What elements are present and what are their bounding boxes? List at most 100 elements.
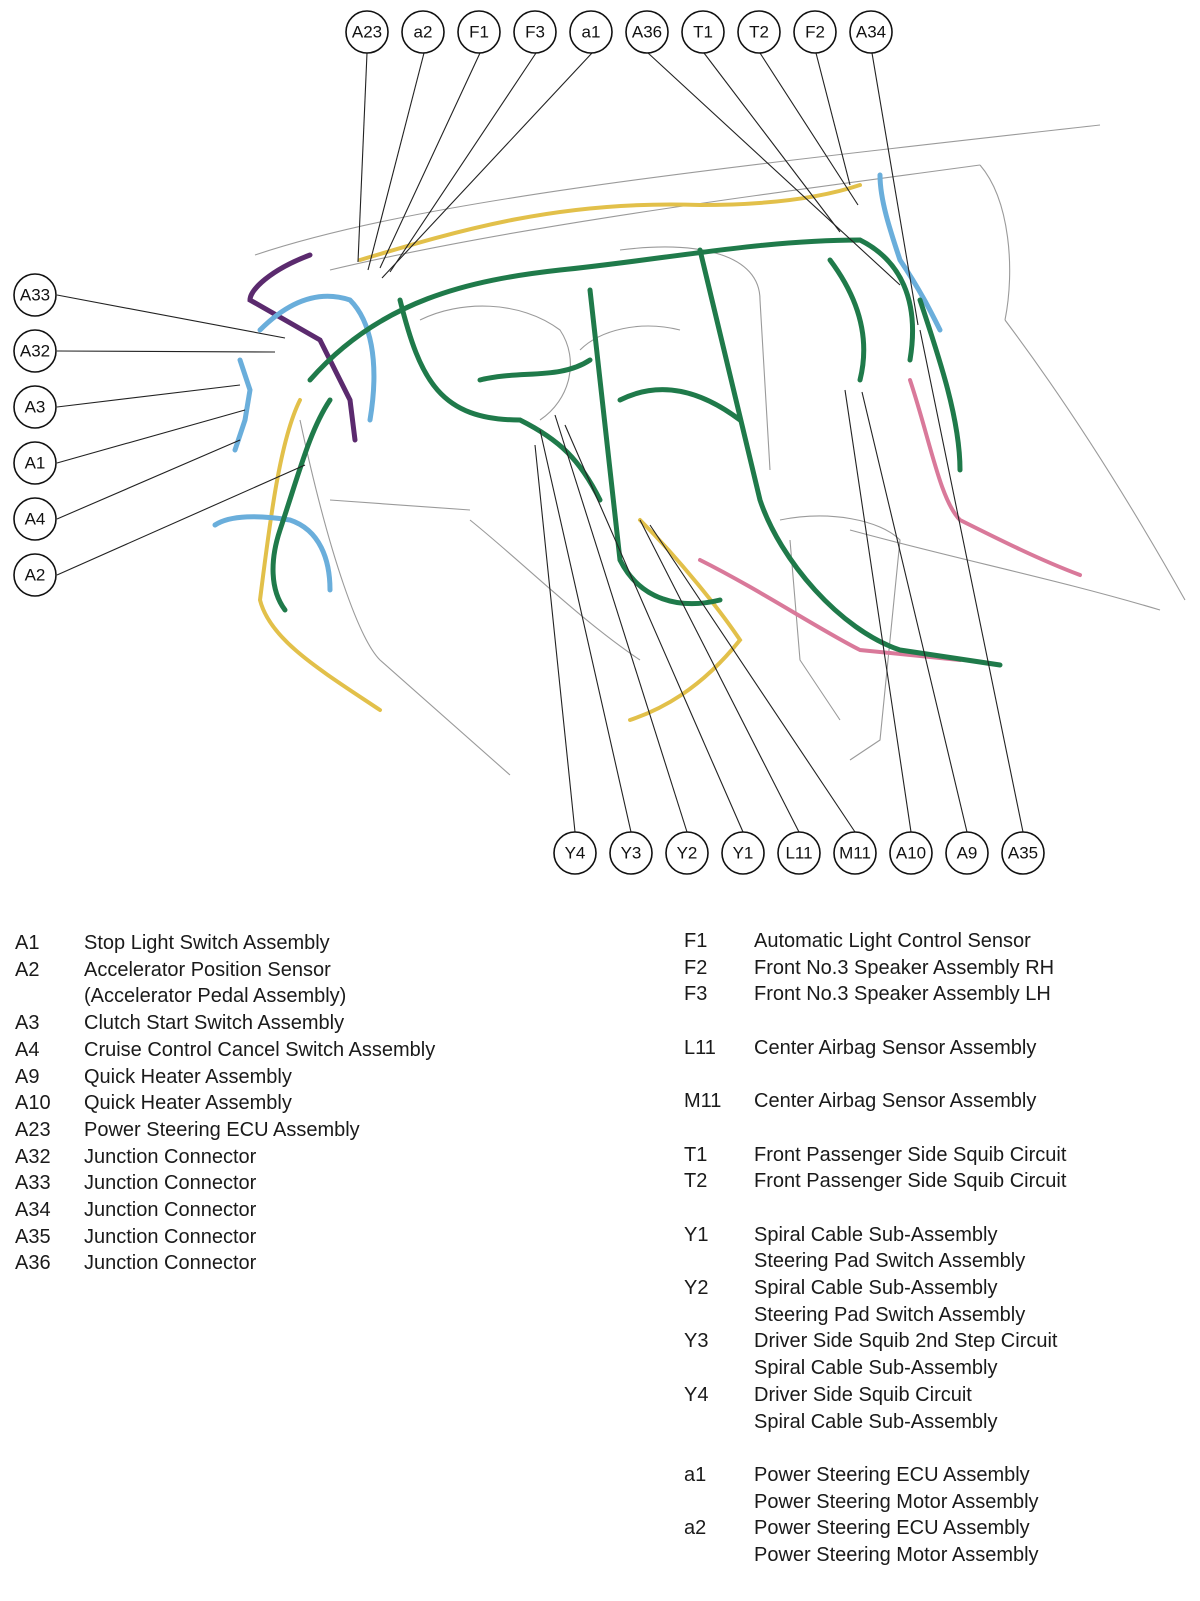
callout-label: A4	[25, 510, 46, 529]
legend-description: Spiral Cable Sub-Assembly	[754, 1223, 998, 1246]
callout-label: a1	[582, 23, 601, 42]
legend-entry: a1 Power Steering ECU Assembly	[684, 1462, 1066, 1489]
legend-description: Center Airbag Sensor Assembly	[754, 1036, 1037, 1059]
legend-description: Spiral Cable Sub-Assembly	[754, 1410, 998, 1433]
callout-f3: F3	[513, 10, 557, 54]
callout-label: A32	[20, 342, 50, 361]
callout-a1: a1	[569, 10, 613, 54]
legend-code: F1	[684, 930, 708, 952]
callout-t1: T1	[681, 10, 725, 54]
legend-entry: Y1 Spiral Cable Sub-Assembly	[684, 1222, 1066, 1249]
callout-label: T2	[749, 23, 769, 42]
legend-code: T1	[684, 1143, 708, 1166]
legend-code: a1	[684, 1463, 707, 1486]
callout-y1: Y1	[721, 831, 765, 875]
legend-description: Spiral Cable Sub-Assembly	[754, 1277, 998, 1300]
callout-label: A3	[25, 398, 46, 417]
callout-t2: T2	[737, 10, 781, 54]
callout-a10: A10	[889, 831, 933, 875]
callout-a32: A32	[13, 329, 57, 373]
callout-label: M11	[839, 844, 871, 863]
callout-label: F3	[525, 23, 545, 42]
callout-y4: Y4	[553, 831, 597, 875]
legend-description: Power Steering Motor Assembly	[754, 1490, 1039, 1513]
legend-code: Y1	[684, 1223, 709, 1246]
callout-label: F1	[469, 23, 489, 42]
legend-code: A32	[15, 1145, 51, 1168]
callout-a33: A33	[13, 273, 57, 317]
callout-label: A35	[1008, 844, 1038, 863]
callout-label: T1	[693, 23, 713, 42]
callout-a23: A23	[345, 10, 389, 54]
legend-code: A4	[15, 1038, 40, 1061]
callout-label: F2	[805, 23, 825, 42]
legend-description: Automatic Light Control Sensor	[754, 930, 1031, 952]
callout-m11: M11	[833, 831, 877, 875]
callout-label: Y3	[621, 844, 642, 863]
legend-description: Front No.3 Speaker Assembly LH	[754, 983, 1051, 1006]
legend-code	[684, 1489, 754, 1516]
callout-label: Y4	[565, 844, 586, 863]
callout-a36: A36	[625, 10, 669, 54]
legend-spacer	[684, 1115, 1066, 1142]
legend-description: Accelerator Position Sensor	[84, 958, 331, 981]
legend-code: F3	[684, 983, 708, 1006]
legend-code: A3	[15, 1012, 40, 1035]
callout-label: Y2	[677, 844, 698, 863]
legend-code: A9	[15, 1065, 40, 1088]
legend-entry: A4 Cruise Control Cancel Switch Assembly	[15, 1037, 435, 1064]
legend-description: Junction Connector	[84, 1225, 257, 1248]
leader-lines	[56, 52, 1024, 833]
legend-entry: Spiral Cable Sub-Assembly	[684, 1355, 1066, 1382]
legend-code: A23	[15, 1118, 51, 1141]
legend-description: Steering Pad Switch Assembly	[754, 1250, 1026, 1273]
legend-code: A10	[15, 1092, 51, 1115]
legend-code	[684, 1542, 754, 1569]
legend-description: Power Steering ECU Assembly	[754, 1463, 1030, 1486]
legend-code	[684, 1355, 754, 1382]
legend-code: Y2	[684, 1277, 709, 1300]
callout-label: L11	[785, 844, 812, 863]
legend-description: Power Steering ECU Assembly	[84, 1118, 360, 1141]
legend-description: Junction Connector	[84, 1199, 257, 1222]
callout-a1: A1	[13, 441, 57, 485]
legend-code: A1	[15, 932, 40, 954]
legend-entry: Spiral Cable Sub-Assembly	[684, 1409, 1066, 1436]
callout-a4: A4	[13, 497, 57, 541]
legend-description: Quick Heater Assembly	[84, 1065, 292, 1088]
legend-entry: A9 Quick Heater Assembly	[15, 1064, 435, 1091]
callout-a2: a2	[401, 10, 445, 54]
legend-description: Power Steering ECU Assembly	[754, 1517, 1030, 1540]
legend-code: L11	[684, 1036, 716, 1059]
legend-entry: (Accelerator Pedal Assembly)	[15, 983, 435, 1010]
legend-entry: A23 Power Steering ECU Assembly	[15, 1117, 435, 1144]
callout-label: A1	[25, 454, 46, 473]
callout-a3: A3	[13, 385, 57, 429]
legend-code	[15, 983, 84, 1010]
callout-a34: A34	[849, 10, 893, 54]
callout-label: a2	[414, 23, 433, 42]
legend-code: Y3	[684, 1330, 709, 1353]
legend-code: Y4	[684, 1383, 709, 1406]
legend-code: M11	[684, 1090, 722, 1113]
legend-description: Front Passenger Side Squib Circuit	[754, 1170, 1067, 1193]
callout-f1: F1	[457, 10, 501, 54]
legend-description: Front No.3 Speaker Assembly RH	[754, 956, 1055, 979]
legend-description: Cruise Control Cancel Switch Assembly	[84, 1038, 436, 1061]
legend-code	[684, 1248, 754, 1275]
legend-code: A2	[15, 958, 40, 981]
callout-label: A23	[352, 23, 382, 42]
legend-entry: F3 Front No.3 Speaker Assembly LH	[684, 981, 1066, 1008]
